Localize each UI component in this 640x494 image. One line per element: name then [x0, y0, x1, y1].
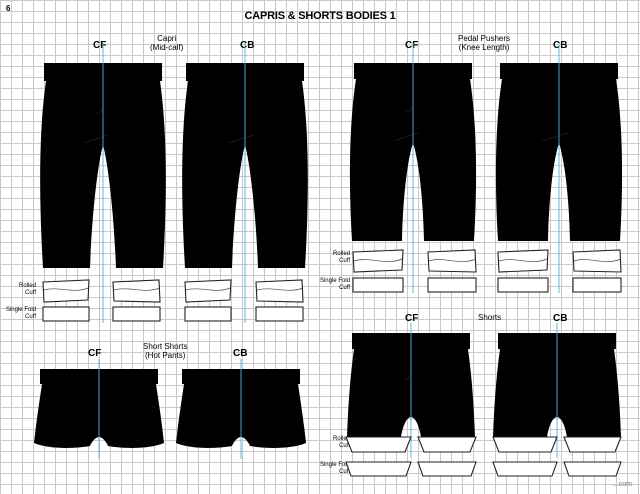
short-shorts-cf-label: CF	[88, 348, 102, 359]
pedal-cf-label: CF	[405, 40, 419, 51]
shorts-rolled-cuffs	[345, 436, 622, 453]
shorts-cf-label: CF	[405, 313, 419, 324]
capri-back-sketch	[182, 43, 308, 323]
short-shorts-cb-label: CB	[233, 348, 248, 359]
capri-front-sketch	[40, 43, 166, 323]
shorts-cb-label: CB	[553, 313, 568, 324]
pedal-single-fold-cuffs	[352, 277, 622, 293]
shorts-style-label: Shorts	[478, 313, 502, 322]
pedal-cb-label: CB	[553, 40, 568, 51]
shorts-front-sketch	[347, 323, 475, 458]
page-title: CAPRIS & SHORTS BODIES 1	[244, 10, 396, 22]
short-shorts-front-sketch	[34, 359, 164, 459]
short-shorts-back-sketch	[176, 359, 306, 459]
pedal-style-label: Pedal Pushers(Knee Length)	[458, 34, 511, 53]
capri-single-fold-cuffs	[42, 306, 304, 322]
pedal-front-sketch	[349, 43, 477, 293]
capri-cb-label: CB	[240, 40, 255, 51]
pedal-rolled-cuffs	[352, 249, 622, 273]
capri-style-label: Capri(Mid-calf)	[150, 34, 184, 53]
shorts-single-fold-cuffs	[345, 461, 622, 477]
page-number: 6	[6, 4, 11, 13]
capri-cf-label: CF	[93, 40, 107, 51]
pedal-back-sketch	[495, 43, 623, 293]
short-shorts-style-label: Short Shorts(Hot Pants)	[143, 342, 188, 361]
capri-rolled-cuffs	[42, 279, 304, 303]
shorts-back-sketch	[493, 323, 621, 458]
watermark: ...com	[612, 481, 632, 488]
